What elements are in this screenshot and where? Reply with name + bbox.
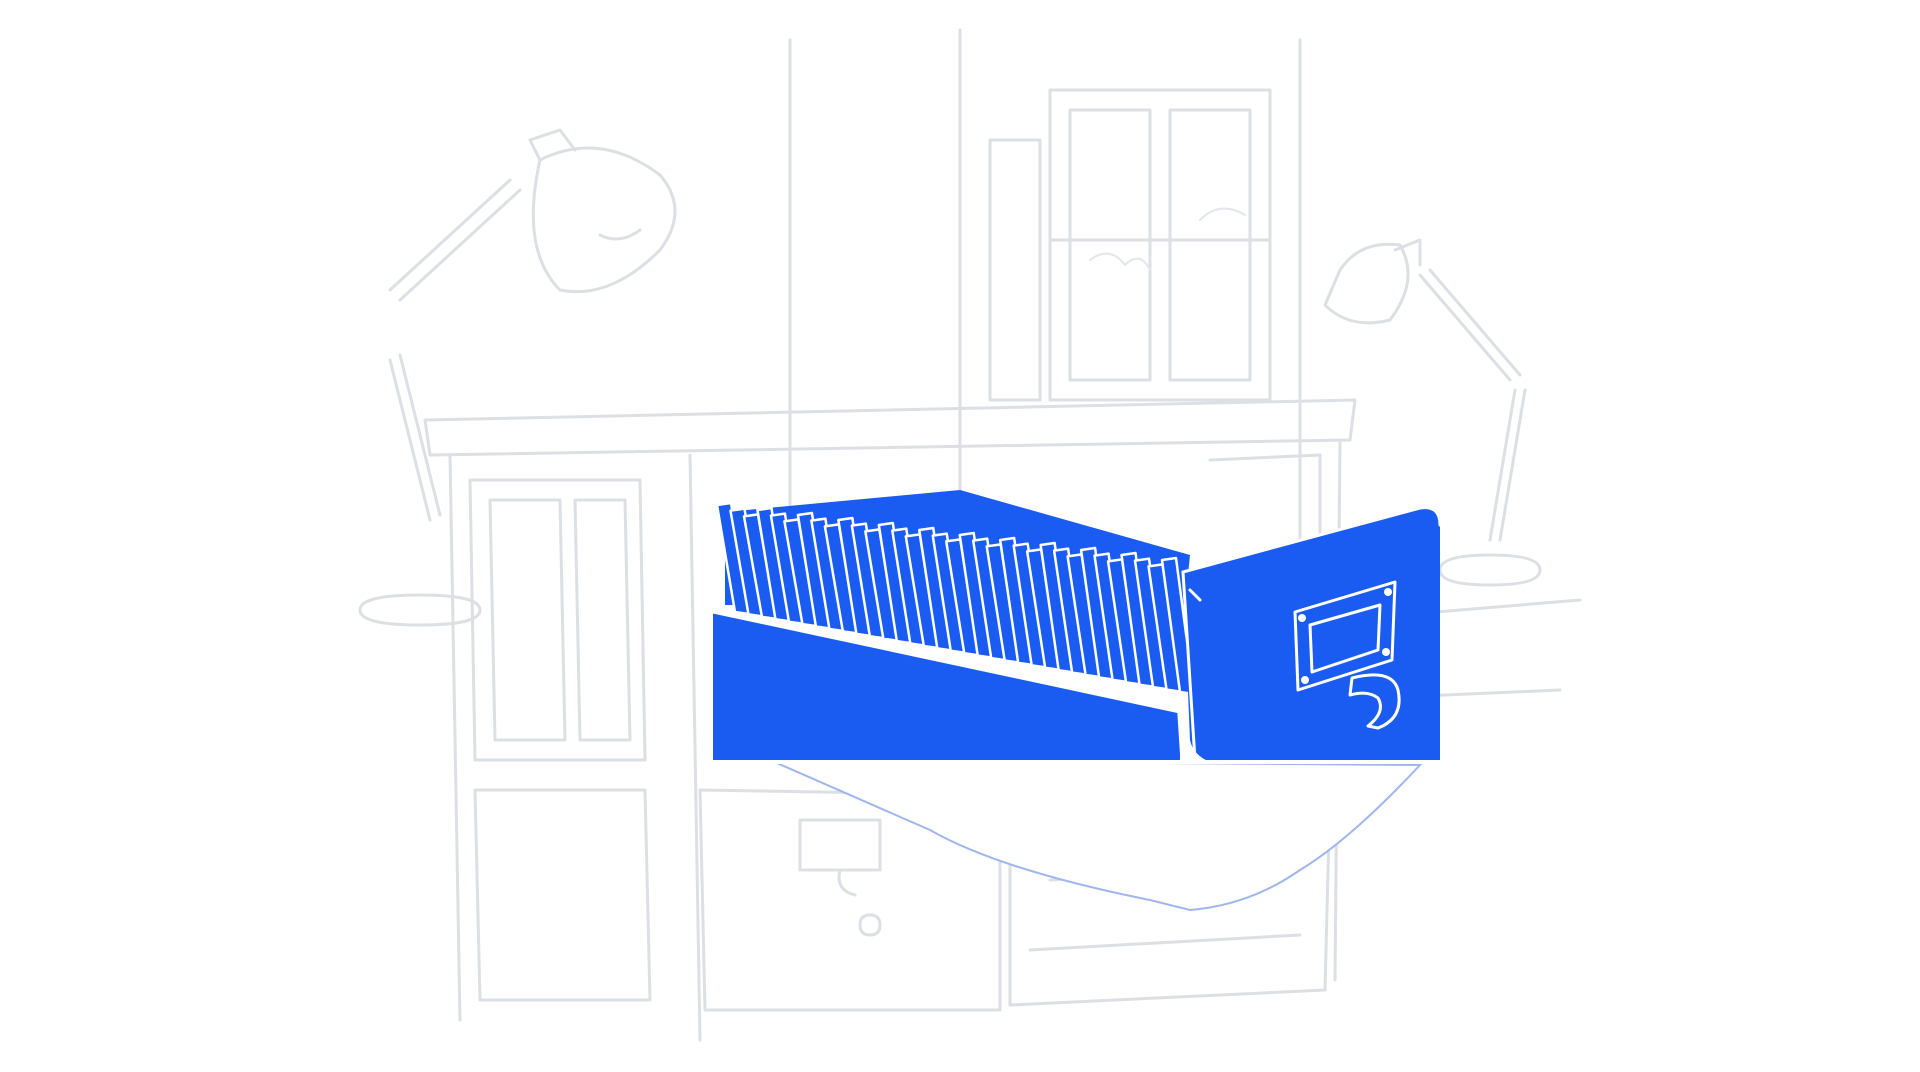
index-card — [1093, 552, 1128, 684]
index-card — [1079, 546, 1115, 681]
index-card — [1133, 557, 1169, 691]
index-card — [729, 507, 764, 618]
desk-lamp-icon — [1323, 238, 1542, 587]
index-card — [810, 517, 845, 633]
desk-lamp-icon — [358, 128, 677, 627]
index-card — [796, 511, 832, 630]
index-card — [877, 521, 913, 645]
drawer-shadow — [769, 759, 1423, 912]
index-card — [756, 506, 791, 623]
index-cards — [715, 501, 1196, 696]
index-card — [958, 531, 993, 659]
index-card — [918, 526, 953, 652]
open-drawer-icon — [711, 490, 1442, 764]
index-card — [715, 501, 751, 616]
index-card — [1052, 547, 1088, 676]
index-card — [1039, 541, 1074, 674]
index-card — [769, 512, 805, 625]
index-card — [971, 537, 1007, 662]
index-card — [891, 527, 926, 647]
index-card — [850, 522, 886, 640]
index-card — [1120, 551, 1155, 688]
index-card — [1012, 542, 1047, 669]
label-holder-icon — [1293, 580, 1397, 692]
drawer-side — [713, 612, 1180, 762]
index-card — [931, 532, 967, 655]
index-card — [998, 536, 1034, 667]
index-card — [837, 516, 872, 638]
drawer-pull-icon — [1348, 673, 1401, 730]
